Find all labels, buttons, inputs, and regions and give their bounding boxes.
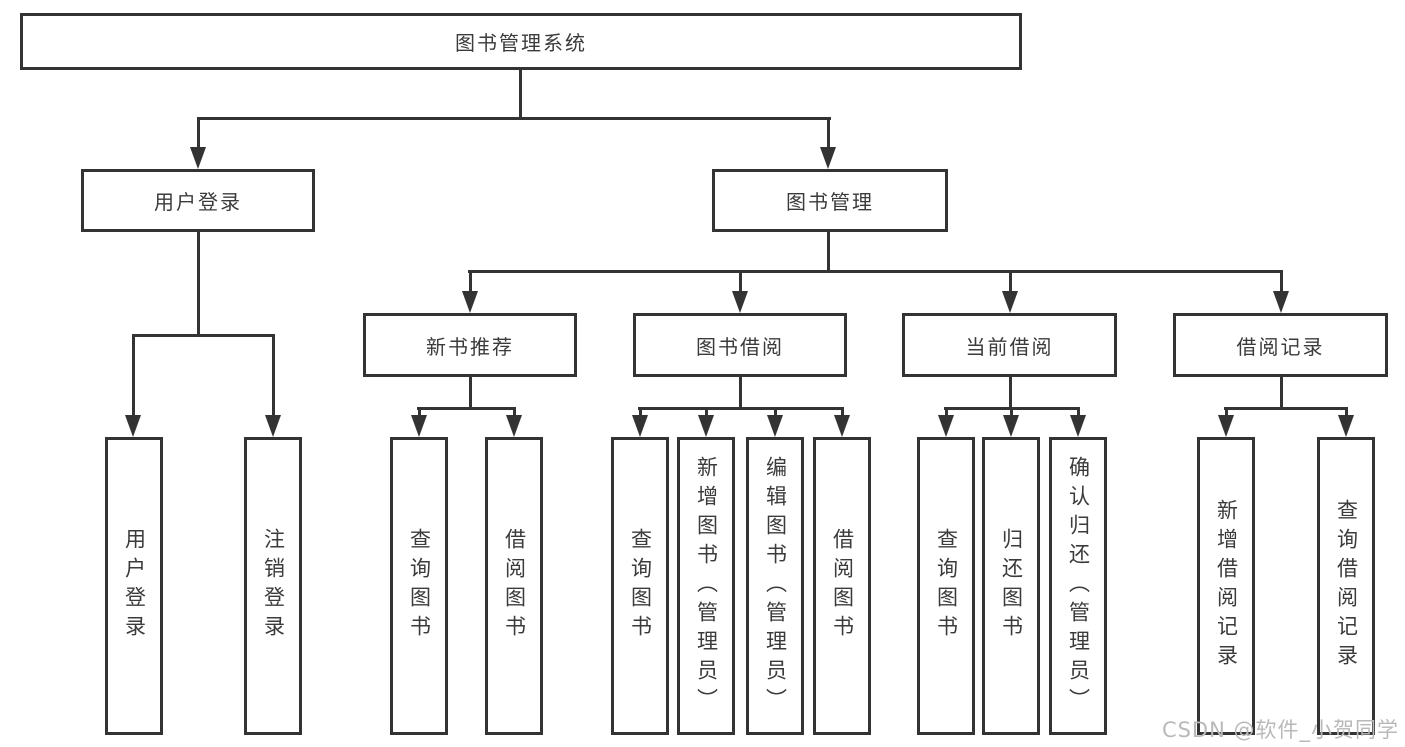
connector-line — [469, 377, 472, 410]
arrow-down-icon — [938, 415, 954, 437]
arrow-down-icon — [265, 415, 281, 437]
leaf-query-borrow-record-label: 查询借阅记录 — [1334, 499, 1359, 673]
arrow-down-icon — [462, 291, 478, 313]
arrow-down-icon — [1002, 291, 1018, 313]
leaf-query-books-recommend: 查询图书 — [390, 437, 448, 735]
leaf-query-books-recommend-label: 查询图书 — [407, 528, 432, 644]
node-current-borrowing: 当前借阅 — [902, 313, 1117, 377]
connector-line — [638, 407, 844, 410]
leaf-query-borrow-record: 查询借阅记录 — [1317, 437, 1375, 735]
connector-line — [774, 407, 777, 419]
leaf-borrow-books-borrowing: 借阅图书 — [813, 437, 871, 735]
connector-line — [469, 270, 472, 294]
connector-line — [1225, 407, 1228, 419]
connector-line — [639, 407, 642, 419]
node-new-book-recommend: 新书推荐 — [363, 313, 577, 377]
arrow-down-icon — [1218, 415, 1234, 437]
node-current-borrowing-label: 当前借阅 — [965, 334, 1054, 359]
leaf-add-borrow-record-label: 新增借阅记录 — [1214, 499, 1239, 673]
leaf-add-book-admin-label: 新增图书（管理员） — [694, 455, 719, 717]
arrow-down-icon — [767, 415, 783, 437]
connector-line — [1010, 407, 1013, 419]
connector-line — [1077, 407, 1080, 419]
leaf-confirm-return-admin-label: 确认归还（管理员） — [1066, 455, 1091, 717]
connector-line — [1280, 377, 1283, 410]
leaf-borrow-books-recommend-label: 借阅图书 — [502, 528, 527, 644]
connector-line — [945, 407, 948, 419]
arrow-down-icon — [632, 415, 648, 437]
leaf-logout: 注销登录 — [244, 437, 302, 735]
arrow-down-icon — [732, 291, 748, 313]
arrow-down-icon — [411, 415, 427, 437]
connector-line — [1009, 377, 1012, 410]
connector-line — [132, 334, 135, 418]
node-book-management: 图书管理 — [712, 169, 948, 232]
leaf-return-books-label: 归还图书 — [999, 528, 1024, 644]
connector-line — [705, 407, 708, 419]
node-new-book-recommend-label: 新书推荐 — [426, 334, 514, 359]
arrow-down-icon — [1070, 415, 1086, 437]
leaf-borrow-books-borrowing-label: 借阅图书 — [830, 528, 855, 644]
arrow-down-icon — [820, 147, 836, 169]
connector-line — [827, 117, 830, 151]
connector-line — [197, 117, 200, 151]
leaf-logout-label: 注销登录 — [261, 528, 286, 644]
connector-line — [197, 117, 831, 120]
node-book-borrowing-label: 图书借阅 — [696, 334, 784, 359]
leaf-add-book-admin: 新增图书（管理员） — [677, 437, 735, 735]
connector-line — [513, 407, 516, 419]
connector-line — [417, 407, 516, 410]
node-root-system: 图书管理系统 — [20, 13, 1022, 70]
leaf-user-login-label: 用户登录 — [122, 528, 147, 644]
leaf-query-books-borrowing: 查询图书 — [611, 437, 669, 735]
connector-line — [739, 377, 742, 410]
node-user-login: 用户登录 — [81, 169, 315, 232]
node-borrowing-records-label: 借阅记录 — [1236, 334, 1325, 359]
connector-line — [1345, 407, 1348, 419]
arrow-down-icon — [1338, 415, 1354, 437]
arrow-down-icon — [190, 147, 206, 169]
arrow-down-icon — [1003, 415, 1019, 437]
leaf-edit-book-admin-label: 编辑图书（管理员） — [763, 455, 788, 717]
leaf-user-login: 用户登录 — [105, 437, 163, 735]
connector-line — [418, 407, 421, 419]
leaf-add-borrow-record: 新增借阅记录 — [1197, 437, 1255, 735]
connector-line — [827, 232, 830, 273]
leaf-query-books-current: 查询图书 — [917, 437, 975, 735]
connector-line — [197, 232, 200, 336]
node-root-label: 图书管理系统 — [455, 31, 587, 55]
connector-line — [272, 334, 275, 418]
connector-line — [739, 270, 742, 294]
node-borrowing-records: 借阅记录 — [1173, 313, 1388, 377]
leaf-edit-book-admin: 编辑图书（管理员） — [746, 437, 804, 735]
leaf-confirm-return-admin: 确认归还（管理员） — [1049, 437, 1107, 735]
node-book-borrowing: 图书借阅 — [633, 313, 847, 377]
arrow-down-icon — [834, 415, 850, 437]
connector-line — [132, 334, 274, 337]
arrow-down-icon — [1273, 291, 1289, 313]
connector-line — [468, 270, 1282, 273]
arrow-down-icon — [698, 415, 714, 437]
watermark: CSDN @软件_小贺同学 — [1161, 718, 1399, 742]
leaf-return-books: 归还图书 — [982, 437, 1040, 735]
arrow-down-icon — [506, 415, 522, 437]
leaf-query-books-borrowing-label: 查询图书 — [628, 528, 653, 644]
connector-line — [1224, 407, 1348, 410]
node-book-management-label: 图书管理 — [786, 190, 874, 214]
connector-line — [519, 70, 522, 118]
connector-line — [841, 407, 844, 419]
connector-line — [1009, 270, 1012, 294]
connector-line — [1280, 270, 1283, 294]
leaf-query-books-current-label: 查询图书 — [934, 528, 959, 644]
arrow-down-icon — [125, 415, 141, 437]
node-user-login-label: 用户登录 — [154, 190, 242, 214]
leaf-borrow-books-recommend: 借阅图书 — [485, 437, 543, 735]
